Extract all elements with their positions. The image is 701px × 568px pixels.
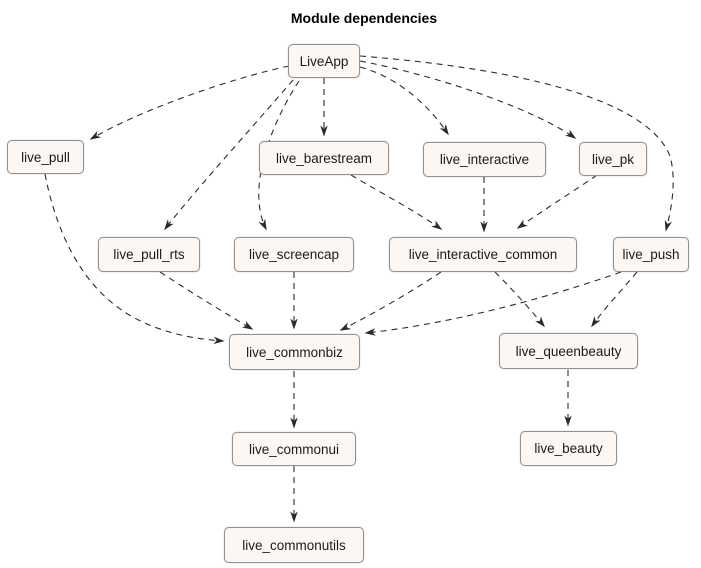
node-live-pull: live_pull — [7, 140, 84, 174]
node-live-beauty: live_beauty — [520, 431, 617, 466]
node-label: live_queenbeauty — [515, 343, 622, 359]
node-live-commonbiz: live_commonbiz — [229, 334, 360, 370]
edge-live_push-live_commonbiz — [364, 271, 622, 336]
node-live-push: live_push — [613, 237, 689, 272]
node-live-pull-rts: live_pull_rts — [98, 237, 200, 272]
edge-liveapp-live_push — [359, 55, 674, 232]
node-label: live_beauty — [534, 441, 603, 456]
edge-live_pk-live_interactive_common — [516, 174, 598, 229]
node-live-commonutils: live_commonutils — [224, 527, 364, 563]
node-liveapp: LiveApp — [288, 44, 360, 78]
node-label: live_pk — [591, 151, 635, 167]
node-label: live_commonui — [248, 441, 340, 457]
edge-live_interactive_common-live_queenbeauty — [494, 271, 545, 328]
node-label: LiveApp — [299, 53, 349, 69]
edge-live_pull_rts-live_commonbiz — [159, 271, 254, 330]
node-label: live_pull — [21, 149, 70, 165]
node-live-barestream: live_barestream — [259, 141, 389, 175]
node-label: live_commonutils — [242, 537, 346, 553]
node-label: live_pull_rts — [113, 247, 185, 262]
diagram-title: Module dependencies — [290, 10, 438, 26]
node-label: live_screencap — [248, 247, 340, 262]
edge-live_interactive_common-live_commonbiz — [339, 271, 442, 331]
edge-live_pull-live_commonbiz — [44, 173, 225, 345]
node-live-pk: live_pk — [579, 142, 647, 176]
node-label: live_interactive_common — [408, 247, 558, 262]
node-label: live_barestream — [275, 150, 373, 166]
node-label: live_push — [622, 247, 680, 262]
node-live-queenbeauty: live_queenbeauty — [499, 333, 638, 369]
node-label: live_interactive — [439, 152, 530, 167]
edge-liveapp-live_interactive — [359, 66, 449, 136]
node-live-commonui: live_commonui — [232, 432, 356, 466]
node-live-interactive: live_interactive — [423, 142, 546, 177]
edge-liveapp-live_pk — [359, 60, 577, 139]
edge-live_push-live_queenbeauty — [591, 271, 638, 328]
node-live-screencap: live_screencap — [234, 237, 354, 272]
node-live-interactive-common: live_interactive_common — [389, 237, 577, 272]
edge-liveapp-live_pull — [89, 65, 290, 140]
node-label: live_commonbiz — [246, 344, 343, 360]
edge-live_barestream-live_interactive_common — [350, 174, 443, 230]
edge-liveapp-live_pull_rts — [164, 79, 294, 231]
